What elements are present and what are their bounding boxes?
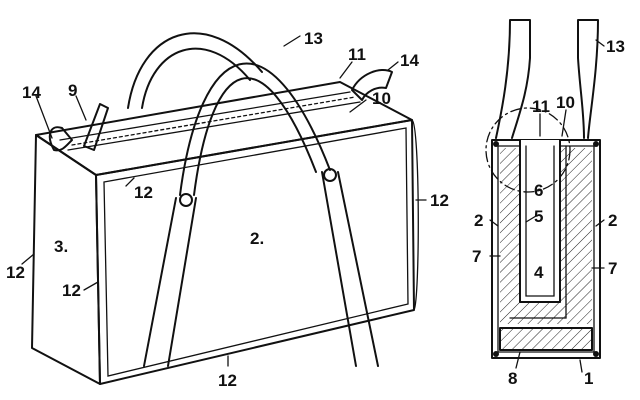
label-7-right: 7 [608, 259, 617, 278]
back-handle [127, 32, 263, 109]
rivet-right [323, 168, 337, 182]
label-14-right: 14 [400, 51, 419, 70]
zipper-teeth [71, 96, 356, 146]
label-12-bottom: 12 [218, 371, 237, 390]
base-insert [500, 328, 592, 350]
label-front-panel: 2. [250, 229, 264, 248]
front-panel [95, 119, 415, 385]
zipper-track [59, 91, 361, 151]
label-end-panel: 3. [54, 237, 68, 256]
outer-shell [491, 139, 601, 359]
front-piping [103, 127, 409, 377]
divider [509, 145, 567, 319]
label-4: 4 [534, 263, 544, 282]
end-panel [31, 134, 101, 385]
label-12-front-left: 12 [62, 281, 81, 300]
label-6: 6 [534, 181, 543, 200]
bag-perspective: 13 11 14 14 9 10 12 12 12 12 12 2. 3. [6, 29, 449, 390]
label-14-left: 14 [22, 83, 41, 102]
label-8: 8 [508, 369, 517, 388]
right-edge [411, 119, 419, 311]
label-11-section: 11 [532, 97, 550, 116]
handle-left [495, 19, 531, 139]
label-10: 10 [372, 89, 391, 108]
inner-wall [525, 145, 555, 297]
label-5: 5 [534, 207, 543, 226]
label-1: 1 [584, 369, 593, 388]
detail-circle [485, 107, 571, 193]
front-handle-strap-left [143, 197, 197, 367]
label-7-left: 7 [472, 247, 481, 266]
pull-tab-right [351, 69, 393, 101]
rivet-left [179, 193, 193, 207]
slider [83, 103, 109, 151]
front-handle [179, 62, 331, 196]
label-11: 11 [348, 45, 366, 64]
label-9: 9 [68, 81, 77, 100]
label-2-left: 2 [474, 211, 483, 230]
label-12-front-top: 12 [134, 183, 153, 202]
pull-tab-left [48, 126, 73, 152]
handle-right [577, 19, 599, 139]
label-10-section: 10 [556, 93, 575, 112]
inner-pocket [519, 139, 561, 303]
bag-section: 13 11 10 6 5 2 2 7 7 4 8 1 [472, 19, 625, 388]
label-2-right: 2 [608, 211, 617, 230]
label-12-left-outer: 12 [6, 263, 25, 282]
label-13: 13 [304, 29, 323, 48]
front-handle-strap-right [321, 171, 379, 367]
label-13-section: 13 [606, 37, 625, 56]
label-12-right: 12 [430, 191, 449, 210]
